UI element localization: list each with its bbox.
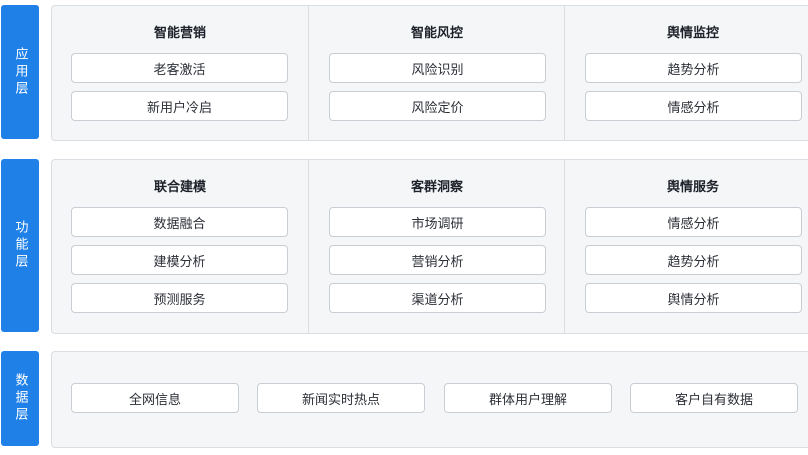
- module-box: 预测服务: [71, 283, 288, 313]
- layer-tag-data: 数据层: [1, 351, 39, 446]
- module-box: 趋势分析: [585, 53, 802, 83]
- module-box: 渠道分析: [329, 283, 546, 313]
- function-layer-panel: 联合建模 数据融合 建模分析 预测服务 客群洞察 市场调研 营销分析 渠道分析 …: [51, 159, 808, 334]
- column-smart-risk-control: 智能风控 风险识别 风险定价: [308, 6, 565, 140]
- module-box: 情感分析: [585, 207, 802, 237]
- module-box: 情感分析: [585, 91, 802, 121]
- module-box: 风险识别: [329, 53, 546, 83]
- column-title: 舆情监控: [666, 26, 719, 41]
- column-title: 客群洞察: [410, 180, 463, 195]
- module-box: 市场调研: [329, 207, 546, 237]
- layer-tag-application: 应用层: [1, 5, 39, 139]
- module-box: 数据融合: [71, 207, 288, 237]
- module-box: 风险定价: [329, 91, 546, 121]
- column-title: 智能营销: [153, 26, 206, 41]
- data-source-box: 群体用户理解: [444, 383, 612, 413]
- column-sentiment-monitoring: 舆情监控 趋势分析 情感分析: [564, 6, 808, 140]
- layer-tag-label: 应用层: [12, 46, 28, 98]
- column-joint-modeling: 联合建模 数据融合 建模分析 预测服务: [52, 160, 308, 333]
- module-box: 建模分析: [71, 245, 288, 275]
- layer-tag-function: 功能层: [1, 159, 39, 332]
- data-source-box: 客户自有数据: [630, 383, 798, 413]
- column-title: 舆情服务: [666, 180, 719, 195]
- column-title: 联合建模: [153, 180, 206, 195]
- column-sentiment-service: 舆情服务 情感分析 趋势分析 舆情分析: [564, 160, 808, 333]
- column-title: 智能风控: [410, 26, 463, 41]
- data-source-box: 新闻实时热点: [257, 383, 425, 413]
- data-layer-panel: 全网信息 新闻实时热点 群体用户理解 客户自有数据: [51, 351, 808, 448]
- column-customer-insight: 客群洞察 市场调研 营销分析 渠道分析: [308, 160, 565, 333]
- module-box: 舆情分析: [585, 283, 802, 313]
- data-source-box: 全网信息: [71, 383, 239, 413]
- module-box: 老客激活: [71, 53, 288, 83]
- application-layer-panel: 智能营销 老客激活 新用户冷启 智能风控 风险识别 风险定价 舆情监控 趋势分析…: [51, 5, 808, 141]
- column-smart-marketing: 智能营销 老客激活 新用户冷启: [52, 6, 308, 140]
- module-box: 趋势分析: [585, 245, 802, 275]
- module-box: 营销分析: [329, 245, 546, 275]
- module-box: 新用户冷启: [71, 91, 288, 121]
- layer-tag-label: 功能层: [12, 220, 28, 271]
- layer-tag-label: 数据层: [12, 373, 28, 424]
